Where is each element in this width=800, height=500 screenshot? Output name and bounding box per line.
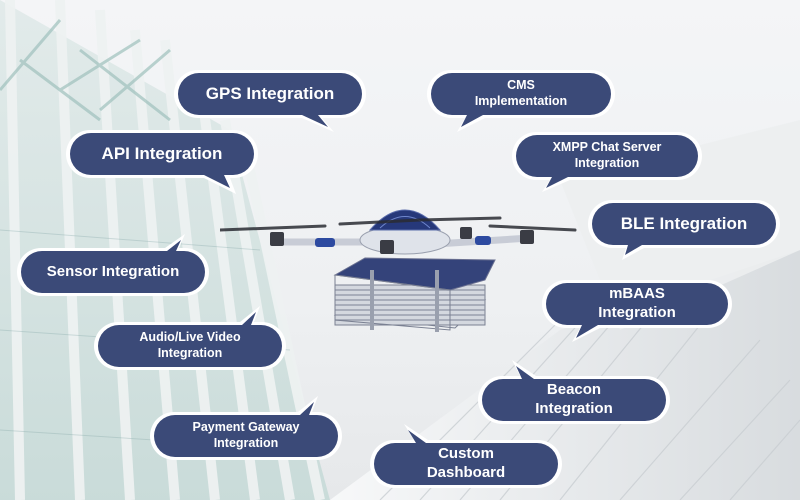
package-icon (333, 257, 496, 332)
drone-illustration (220, 209, 577, 332)
bubble-label: Payment Gateway Integration (148, 415, 344, 457)
bubble-sensor-integration: Sensor Integration (15, 232, 211, 298)
bubble-label-line2: Integration (157, 346, 223, 360)
bubble-label-line2: Integration (535, 400, 613, 417)
speech-bubble-shape (427, 70, 615, 132)
bubble-label-line1: Custom (438, 445, 494, 463)
bubble-label: Beacon Integration (476, 379, 672, 421)
bubble-label-line1: XMPP Chat Server (552, 140, 662, 155)
speech-bubble-shape (17, 234, 209, 296)
bubble-ble-integration: BLE Integration (586, 198, 782, 262)
speech-bubble-shape (150, 396, 342, 460)
bubble-cms-implementation: CMS Implementation (425, 68, 617, 134)
bubble-label: CMS Implementation (425, 74, 617, 114)
bubble-label-line2: Implementation (474, 94, 568, 108)
speech-bubble-shape (66, 130, 258, 194)
bubble-label-line1: CMS (507, 78, 535, 93)
bubble-label: XMPP Chat Server Integration (510, 136, 704, 176)
bubble-label: Audio/Live Video Integration (92, 325, 288, 367)
speech-bubble-shape (542, 280, 732, 342)
bubble-label-line1: Audio/Live Video (139, 330, 241, 345)
bubble-label: Sensor Integration (46, 262, 180, 280)
bubble-audio-video-integration: Audio/Live Video Integration (92, 304, 288, 372)
bubble-label: API Integration (101, 144, 223, 164)
bubble-label-line1: mBAAS (609, 285, 665, 303)
bubble-label-line1: Payment Gateway (192, 420, 300, 435)
bubble-label: GPS Integration (205, 84, 335, 104)
bubble-custom-dashboard: Custom Dashboard (368, 422, 564, 492)
bubble-label-line2: Dashboard (426, 464, 506, 481)
speech-bubble-shape (370, 424, 562, 488)
speech-bubble-shape (478, 360, 670, 424)
bubble-label-line1: Beacon (546, 381, 602, 399)
speech-bubble-shape (588, 200, 780, 260)
bubble-beacon-integration: Beacon Integration (476, 358, 672, 426)
bubble-label: BLE Integration (620, 214, 748, 234)
speech-bubble-shape (94, 306, 286, 370)
bubble-label: Custom Dashboard (368, 443, 564, 485)
bubble-xmpp-integration: XMPP Chat Server Integration (510, 130, 704, 194)
bubble-label-line2: Integration (213, 436, 279, 450)
bubble-gps-integration: GPS Integration (172, 68, 368, 134)
speech-bubble-shape (512, 132, 702, 192)
bubble-label-line2: Integration (574, 156, 640, 170)
speech-bubble-shape (174, 70, 366, 132)
bubble-label: mBAAS Integration (540, 283, 734, 325)
bubble-label-line2: Integration (598, 304, 676, 321)
bubble-payment-gateway-integration: Payment Gateway Integration (148, 396, 344, 462)
bubble-api-integration: API Integration (64, 128, 260, 194)
bubble-mbaas-integration: mBAAS Integration (540, 278, 734, 344)
